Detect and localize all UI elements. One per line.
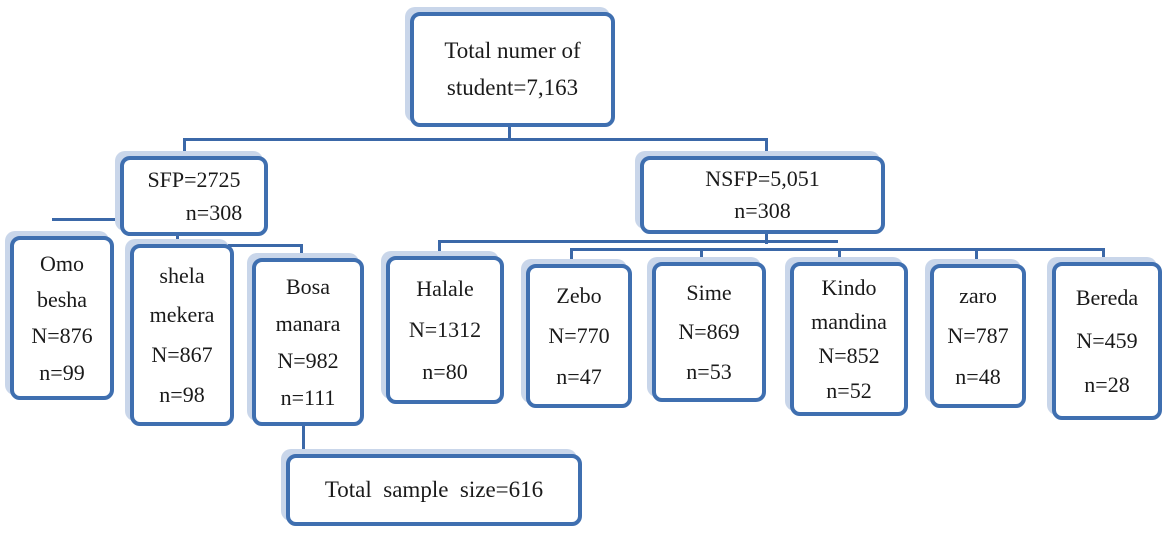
school-zaro-box: zaro N=787 n=48 [930,264,1026,408]
connector-nsfp-bar-2 [570,248,1105,251]
school-shela-mekera-box: shela mekera N=867 n=98 [130,244,234,426]
connector-nsfp-bar-1 [438,240,838,243]
connector-nsfp-down [765,232,768,244]
school-bereda-box: Bereda N=459 n=28 [1052,262,1162,420]
school-sample: n=98 [159,382,205,408]
connector-nsfp-drop-kindo [838,248,841,264]
school-name: Bereda [1075,284,1139,310]
connector-root-down [508,125,511,141]
school-population: N=852 [818,343,880,369]
connector-nsfp-drop-zebo [570,248,573,262]
school-name-line-2: besha [36,287,88,313]
connector-nsfp-drop-bereda [1102,248,1105,260]
school-population: N=1312 [408,317,482,343]
school-population: N=867 [151,342,213,368]
school-name-line-1: Omo [40,250,84,276]
connector-to-total [302,426,305,454]
connector-sfp-left-bar [52,218,122,221]
connector-nsfp-drop-zaro [975,248,978,262]
connector-to-nsfp [765,138,768,156]
school-name: Halale [416,276,474,302]
total-sample-label: Total sample size=616 [324,476,544,502]
school-kindo-mandina-box: Kindo mandina N=852 n=52 [790,262,908,416]
school-sample: n=99 [39,359,85,385]
school-population: N=876 [31,323,93,349]
connector-sfp-right-down [300,244,303,258]
root-line-2: student=7,163 [446,74,579,100]
school-name: Zebo [556,283,602,309]
connector-to-sfp [183,138,186,158]
school-sime-box: Sime N=869 n=53 [652,262,766,402]
school-population: N=787 [947,323,1009,349]
school-sample: n=48 [955,363,1001,389]
root-total-students-box: Total numer of student=7,163 [410,12,615,127]
connector-sfp-right-bar [228,244,302,247]
school-sample: n=47 [556,363,602,389]
school-name-line-2: manara [275,310,341,336]
nsfp-sample: n=308 [734,198,791,224]
school-sample: n=28 [1084,372,1130,398]
school-name-line-1: Kindo [821,274,877,300]
school-name: zaro [959,283,997,309]
school-sample: n=53 [686,358,732,384]
school-population: N=459 [1076,328,1138,354]
sfp-total: SFP=2725 [147,167,241,193]
school-sample: n=52 [826,377,872,403]
nsfp-total: NSFP=5,051 [705,166,820,192]
nsfp-box: NSFP=5,051 n=308 [640,156,885,234]
school-name-line-2: mandina [811,309,887,335]
school-population: N=770 [548,323,610,349]
school-halale-box: Halale N=1312 n=80 [386,256,504,404]
sfp-box: SFP=2725 n=308 [120,156,268,236]
school-omo-besha-box: Omo besha N=876 n=99 [10,236,114,400]
root-line-1: Total numer of [444,38,581,64]
school-zebo-box: Zebo N=770 n=47 [526,264,632,408]
school-population: N=982 [277,347,339,373]
connector-nsfp-drop-sime [700,248,703,260]
connector-nsfp-drop-halale [438,240,441,256]
school-sample: n=111 [280,384,336,410]
total-sample-size-box: Total sample size=616 [286,454,582,526]
school-population: N=869 [678,319,740,345]
connector-top-bar [183,138,768,141]
school-name: Sime [686,280,732,306]
sfp-sample: n=308 [185,199,243,225]
school-name-line-1: Bosa [286,273,330,299]
school-bosa-manara-box: Bosa manara N=982 n=111 [252,258,364,426]
school-name-line-1: shela [159,262,205,288]
school-name-line-2: mekera [149,302,215,328]
connector-sfp-center [176,232,179,246]
school-sample: n=80 [422,358,468,384]
